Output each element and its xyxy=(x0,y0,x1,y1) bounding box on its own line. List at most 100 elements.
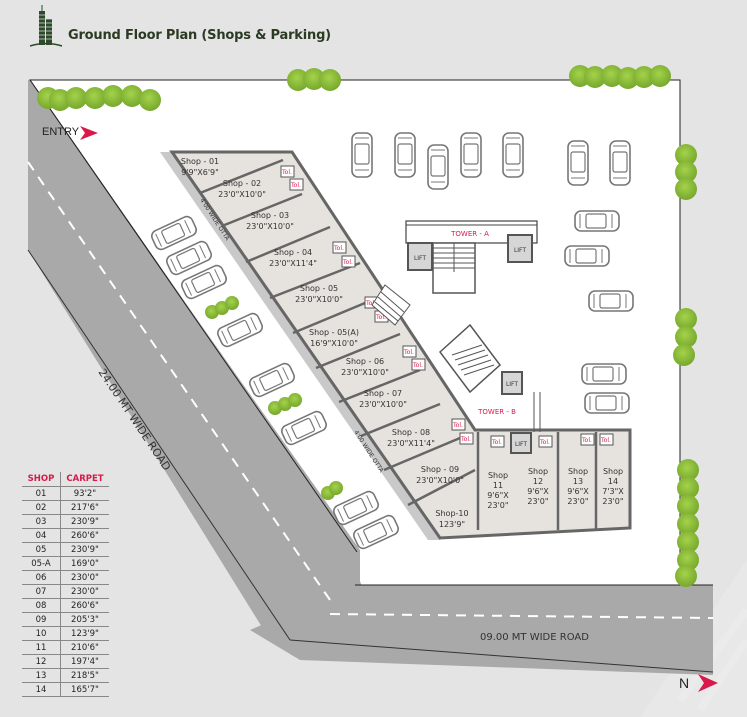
shop-07-size: 23'0"X10'0" xyxy=(359,400,407,409)
tower-a: TOWER - A LIFT LIFT xyxy=(405,220,538,294)
shop-10-label: Shop-10 xyxy=(435,509,468,518)
shop-13-label: Shop xyxy=(568,467,588,476)
svg-text:Tol.: Tol. xyxy=(375,314,386,321)
shop-05a-size: 16'9"X10'0" xyxy=(310,339,358,348)
shop-cell: 08 xyxy=(22,598,61,613)
svg-text:Tol.: Tol. xyxy=(403,349,414,356)
svg-text:Tol.: Tol. xyxy=(460,436,471,443)
svg-text:LIFT: LIFT xyxy=(514,247,526,254)
svg-text:Tol.: Tol. xyxy=(581,437,592,444)
shop-13-number: 13 xyxy=(573,477,583,486)
building-towers-icon xyxy=(29,5,63,47)
svg-text:Tol.: Tol. xyxy=(290,182,301,189)
svg-text:Tol.: Tol. xyxy=(412,362,423,369)
carpet-cell: 260'6" xyxy=(60,598,109,613)
svg-text:Tol.: Tol. xyxy=(365,300,376,307)
svg-text:Tol.: Tol. xyxy=(539,439,550,446)
carpet-cell: 260'6" xyxy=(60,528,109,543)
carpet-cell: 230'0" xyxy=(60,584,109,599)
shop-12-label: Shop xyxy=(528,467,548,476)
toilets: Tol. Tol. Tol. Tol. Tol. Tol. Tol. Tol. … xyxy=(280,165,614,448)
svg-text:TOWER - B: TOWER - B xyxy=(477,408,516,416)
shop-09-label: Shop - 09 xyxy=(421,465,459,474)
carpet-cell: 93'2" xyxy=(60,486,109,501)
shop-08-size: 23'0"X11'4" xyxy=(387,439,435,448)
shop-cell: 06 xyxy=(22,570,61,585)
svg-text:LIFT: LIFT xyxy=(506,381,518,388)
shop-11-width: 9'6"X xyxy=(487,491,509,500)
svg-text:Tol.: Tol. xyxy=(281,169,292,176)
shop-02-size: 23'0"X10'0" xyxy=(218,190,266,199)
carpet-cell: 169'0" xyxy=(60,556,109,571)
carpet-cell: 197'4" xyxy=(60,654,109,669)
road-bottom-label: 09.00 MT WIDE ROAD xyxy=(480,632,589,643)
shop-cell: 11 xyxy=(22,640,61,655)
shop-10-size: 123'9" xyxy=(439,520,465,529)
shop-08-label: Shop - 08 xyxy=(392,428,430,437)
shop-14-number: 14 xyxy=(608,477,618,486)
shop-cell: 13 xyxy=(22,668,61,683)
entry-label: ENTRY xyxy=(42,126,80,138)
shop-02-label: Shop - 02 xyxy=(223,179,261,188)
shop-12-number: 12 xyxy=(533,477,543,486)
shop-03-size: 23'0"X10'0" xyxy=(246,222,294,231)
shop-14-label: Shop xyxy=(603,467,623,476)
svg-text:Tol.: Tol. xyxy=(600,437,611,444)
carpet-cell: 217'6" xyxy=(60,500,109,515)
shop-05-size: 23'0"X10'0" xyxy=(295,295,343,304)
shop-01-size: 9'9"X6'9" xyxy=(181,168,219,177)
otta-strip xyxy=(160,152,440,540)
shop-01-label: Shop - 01 xyxy=(181,157,219,166)
shop-03-label: Shop - 03 xyxy=(251,211,289,220)
shop-11-height: 23'0" xyxy=(487,501,508,510)
svg-text:Tol.: Tol. xyxy=(333,245,344,252)
col-header-carpet: CARPET xyxy=(60,472,109,487)
shop-cell: 04 xyxy=(22,528,61,543)
shop-14-height: 23'0" xyxy=(602,497,623,506)
carpet-cell: 210'6" xyxy=(60,640,109,655)
carpet-cell: 230'9" xyxy=(60,542,109,557)
shop-cell: 03 xyxy=(22,514,61,529)
shop-05a-label: Shop - 05(A) xyxy=(309,328,359,337)
tower-b: LIFT TOWER - B LIFT xyxy=(438,323,541,454)
shop-06-label: Shop - 06 xyxy=(346,357,384,366)
page-title: Ground Floor Plan (Shops & Parking) xyxy=(68,28,331,43)
shop-04-label: Shop - 04 xyxy=(274,248,312,257)
shop-12-width: 9'6"X xyxy=(527,487,549,496)
shop-cell: 02 xyxy=(22,500,61,515)
shop-cell: 01 xyxy=(22,486,61,501)
svg-text:LIFT: LIFT xyxy=(414,255,426,262)
shop-07-label: Shop - 07 xyxy=(364,389,402,398)
shop-cell: 10 xyxy=(22,626,61,641)
shop-dividers xyxy=(199,158,598,530)
carpet-cell: 230'9" xyxy=(60,514,109,529)
shop-04-size: 23'0"X11'4" xyxy=(269,259,317,268)
shop-cell: 05 xyxy=(22,542,61,557)
shop-cell: 12 xyxy=(22,654,61,669)
carpet-cell: 205'3" xyxy=(60,612,109,627)
carpet-cell: 165'7" xyxy=(60,682,109,697)
shop-11-label: Shop xyxy=(488,471,508,480)
shop-12-height: 23'0" xyxy=(527,497,548,506)
road-9m xyxy=(250,585,713,675)
shop-09-size: 23'0"X10'0" xyxy=(416,476,464,485)
north-arrow-icon xyxy=(698,674,718,692)
svg-text:Tol.: Tol. xyxy=(491,439,502,446)
shop-cell: 07 xyxy=(22,584,61,599)
shop-05-label: Shop - 05 xyxy=(300,284,338,293)
